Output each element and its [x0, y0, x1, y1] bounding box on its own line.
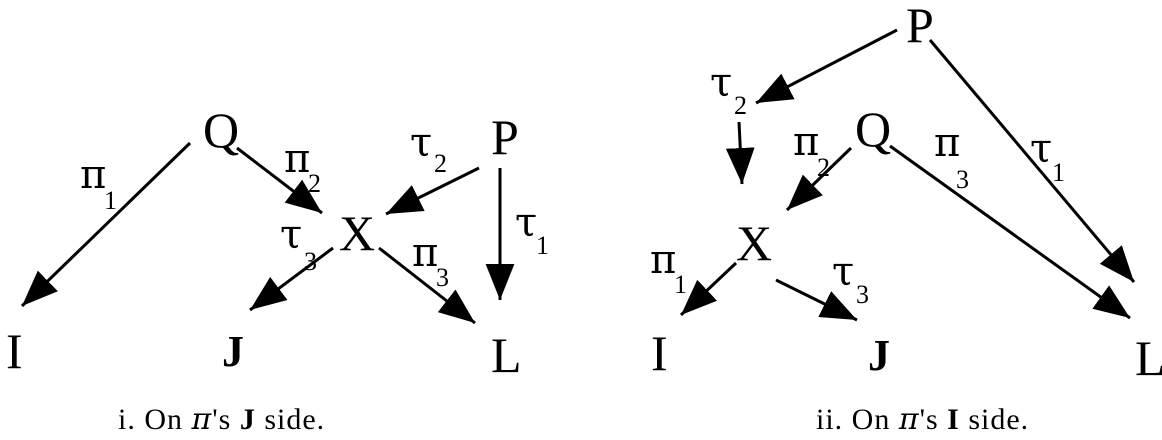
edge-q-to-l [889, 144, 1131, 320]
svg-text:τ: τ [1030, 126, 1052, 172]
edge-p-to-x [385, 166, 480, 216]
svg-text:1: 1 [104, 186, 117, 215]
svg-text:τ: τ [410, 120, 432, 166]
node-j: J [868, 331, 890, 380]
edge-q-to-x [236, 146, 323, 215]
label-tau1: τ 1 [515, 200, 549, 260]
label-pi3: π 3 [934, 120, 969, 194]
svg-text:π: π [793, 119, 819, 165]
node-i: I [6, 323, 23, 379]
label-tau2: τ 2 [410, 120, 447, 178]
svg-text:π: π [934, 120, 960, 166]
edge-x-to-j [775, 278, 858, 322]
svg-text:π: π [284, 136, 310, 182]
label-tau2: τ 2 [710, 60, 747, 120]
label-pi1: π 1 [80, 152, 117, 215]
node-l: L [1135, 330, 1162, 386]
diagram-ii: P Q X I J L τ 2 π 2 π 3 τ 1 π [650, 0, 1162, 437]
edge-q-to-i [20, 141, 192, 308]
svg-text:1: 1 [674, 270, 687, 299]
svg-text:3: 3 [436, 263, 449, 292]
edge-p-to-l [928, 39, 1136, 283]
node-x: X [339, 205, 375, 261]
svg-text:3: 3 [856, 280, 869, 309]
caption-ii: ii. On π's I side. [816, 402, 1029, 437]
svg-text:π: π [412, 230, 438, 276]
label-tau3: τ 3 [832, 249, 869, 309]
edge-x-to-i [679, 261, 738, 317]
svg-text:τ: τ [515, 200, 537, 246]
svg-text:τ: τ [832, 249, 854, 295]
node-q: Q [855, 101, 891, 157]
edge-q-to-x [785, 146, 853, 212]
svg-text:1: 1 [1052, 158, 1065, 187]
svg-text:π: π [80, 152, 106, 198]
diagram-i: Q P X I J L π 1 π 2 τ 2 τ 1 τ 3 [6, 102, 549, 437]
node-p: P [491, 109, 519, 165]
edge-p-to-tau2 [755, 28, 898, 105]
label-pi2: π 2 [284, 136, 321, 198]
node-q: Q [203, 102, 239, 158]
node-x: X [736, 215, 772, 271]
node-p: P [906, 0, 934, 53]
label-tau3: τ 3 [280, 212, 317, 276]
node-j: J [222, 327, 244, 376]
label-pi1: π 1 [650, 237, 687, 299]
svg-text:τ: τ [710, 60, 732, 106]
node-l: L [491, 327, 522, 383]
label-tau1: τ 1 [1030, 126, 1065, 187]
edge-tau2-to-x [725, 121, 755, 185]
svg-text:3: 3 [956, 165, 969, 194]
label-pi2: π 2 [793, 119, 830, 182]
svg-text:2: 2 [308, 169, 321, 198]
edge-x-to-j [249, 246, 334, 312]
svg-text:π: π [650, 237, 676, 283]
svg-text:1: 1 [536, 231, 549, 260]
svg-text:2: 2 [434, 149, 447, 178]
node-i: I [651, 325, 668, 381]
label-pi3: π 3 [412, 230, 449, 292]
caption-i: i. On π's J side. [118, 402, 325, 437]
edge-x-to-l [378, 246, 476, 325]
svg-text:τ: τ [280, 212, 302, 258]
svg-text:3: 3 [304, 247, 317, 276]
svg-text:2: 2 [817, 153, 830, 182]
svg-text:2: 2 [734, 91, 747, 120]
